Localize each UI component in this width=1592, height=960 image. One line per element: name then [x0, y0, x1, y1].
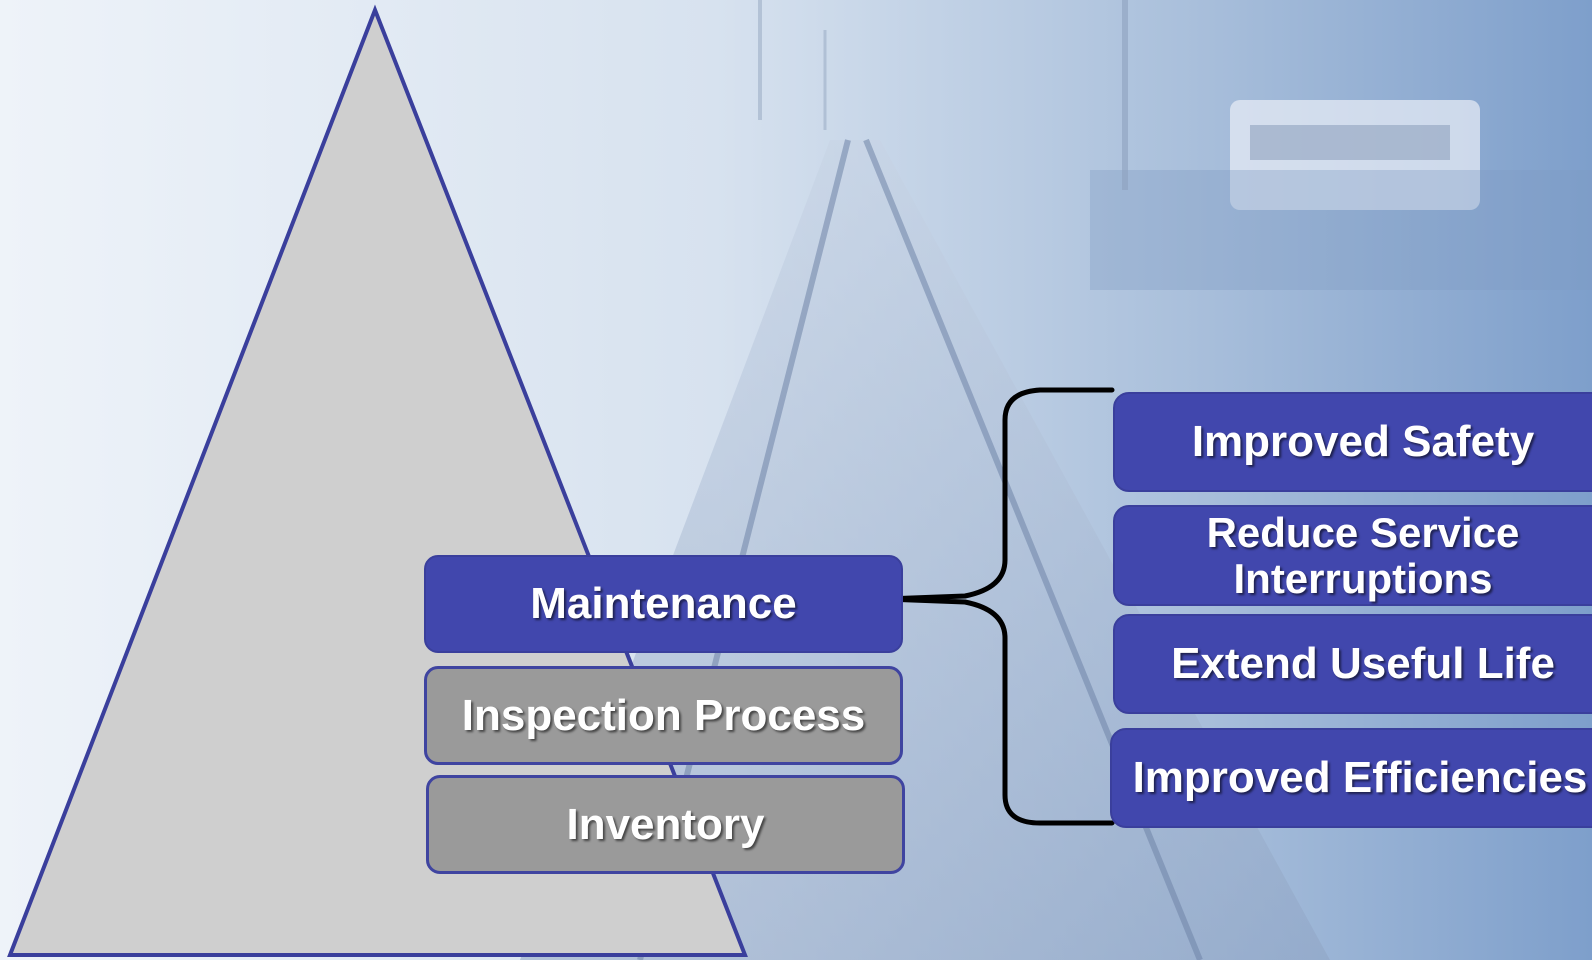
inspection-process-label: Inspection Process [461, 690, 866, 740]
maintenance-label: Maintenance [530, 579, 797, 629]
outcome-extend-useful-life-box: Extend Useful Life [1113, 614, 1592, 714]
inventory-box: Inventory [426, 775, 905, 874]
outcome-reduce-service-interruptions-box: Reduce Service Interruptions [1113, 505, 1592, 606]
outcome-label: Extend Useful Life [1171, 639, 1555, 689]
outcome-improved-efficiencies-box: Improved Efficiencies [1110, 728, 1592, 828]
outcome-label-line2: Interruptions [1233, 554, 1493, 602]
outcome-label: Improved Efficiencies [1132, 753, 1588, 803]
outcome-improved-safety-box: Improved Safety [1113, 392, 1592, 492]
maintenance-box: Maintenance [424, 555, 903, 653]
inspection-process-box: Inspection Process [424, 666, 903, 765]
outcome-label: Improved Safety [1191, 417, 1535, 467]
outcome-label-line1: Reduce Service [1206, 509, 1520, 557]
inventory-label: Inventory [566, 799, 765, 849]
